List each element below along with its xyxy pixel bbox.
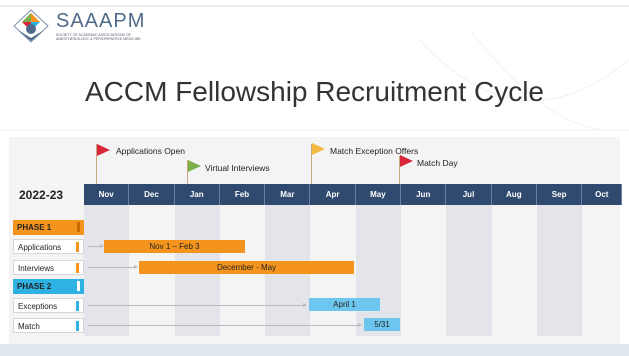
applications-bar: Nov 1 – Feb 3	[104, 240, 245, 253]
month-header: Mar	[265, 184, 311, 205]
month-header: Jul	[446, 184, 492, 205]
red-flag-icon	[400, 155, 413, 167]
phase-1-header: PHASE 1	[13, 220, 84, 235]
cycle-year: 2022-23	[19, 188, 64, 202]
saaapm-logo: SAAAPM SOCIETY OF ACADEMIC ASSOCIATIONS …	[12, 8, 152, 46]
month-header: Sep	[536, 184, 583, 205]
row-match: Match	[13, 318, 84, 333]
logo-diamond-icon	[13, 9, 49, 43]
green-flag-icon	[188, 160, 201, 172]
match-arrow	[88, 323, 362, 327]
row-exceptions: Exceptions	[13, 298, 84, 313]
row-applications: Applications	[13, 239, 84, 254]
month-header: May	[355, 184, 402, 205]
milestone-pole-exceptions	[311, 144, 312, 185]
month-header: Jun	[401, 184, 447, 205]
applications-arrow	[88, 244, 104, 248]
logo-subtitle: SOCIETY OF ACADEMIC ASSOCIATIONS OF ANES…	[56, 33, 141, 41]
milestone-virtual-interviews: Virtual Interviews	[205, 163, 270, 173]
red-flag-icon	[97, 144, 110, 156]
phase-2-header: PHASE 2	[13, 279, 84, 294]
footer-band	[0, 344, 629, 356]
milestone-pole-interviews	[187, 160, 188, 185]
month-header: Oct	[582, 184, 623, 205]
yellow-flag-icon	[312, 143, 325, 155]
exceptions-arrow	[88, 303, 307, 307]
row-interviews: Interviews	[13, 260, 84, 275]
month-header-row: Nov Dec Jan Feb Mar Apr May Jun Jul Aug …	[84, 184, 623, 205]
phase-2-label: PHASE 2	[17, 282, 52, 291]
milestone-pole-match-day	[399, 156, 400, 185]
exceptions-bar: April 1	[309, 298, 380, 311]
milestone-applications-open: Applications Open	[116, 146, 185, 156]
interviews-arrow	[88, 265, 138, 269]
logo-word: SAAAPM	[56, 10, 146, 32]
month-header: Nov	[84, 184, 130, 205]
month-header: Aug	[491, 184, 537, 205]
row-interviews-label: Interviews	[18, 264, 55, 273]
milestone-pole-applications	[96, 144, 97, 185]
milestone-match-exception-offers: Match Exception Offers	[330, 146, 419, 156]
match-bar: 5/31	[364, 318, 400, 331]
month-header: Apr	[310, 184, 356, 205]
row-exceptions-label: Exceptions	[18, 302, 58, 311]
phase-1-label: PHASE 1	[17, 223, 52, 232]
row-applications-label: Applications	[18, 243, 62, 252]
page-title: ACCM Fellowship Recruitment Cycle	[84, 76, 544, 107]
row-match-label: Match	[18, 322, 40, 331]
interviews-bar: December - May	[139, 261, 354, 274]
milestone-match-day: Match Day	[417, 158, 458, 168]
month-header: Jan	[174, 184, 220, 205]
month-header: Feb	[219, 184, 266, 205]
month-header: Dec	[129, 184, 175, 205]
